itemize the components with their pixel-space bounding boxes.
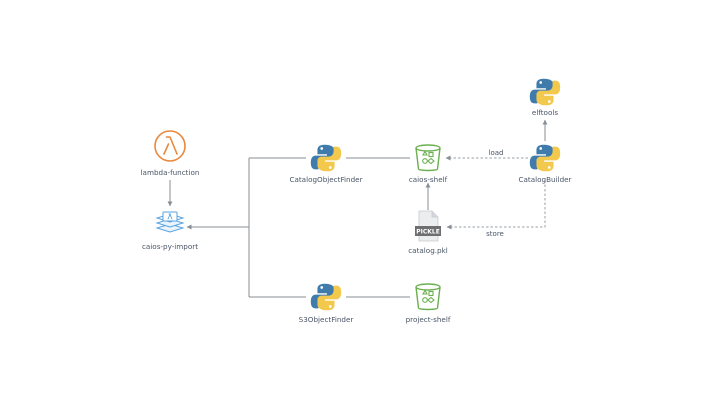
node-lambda-function[interactable]: lambda-function	[141, 130, 200, 177]
lambda-layer-icon	[155, 211, 185, 233]
edge-store	[446, 180, 546, 230]
node-catalog-object-finder[interactable]: CatalogObjectFinder	[289, 144, 363, 184]
python-logo-icon	[529, 144, 561, 172]
node-project-shelf[interactable]: project-shelf	[406, 283, 451, 324]
pickle-file-icon: PICKLE	[415, 210, 441, 242]
node-caios-shelf[interactable]: caios-shelf	[409, 144, 448, 184]
s3-bucket-icon	[415, 144, 441, 172]
node-label: CatalogObjectFinder	[289, 175, 362, 184]
file-badge: PICKLE	[416, 229, 440, 236]
edge-label-load: load	[489, 149, 504, 157]
node-label: elftools	[532, 108, 558, 117]
node-elftools[interactable]: elftools	[529, 78, 561, 117]
node-label: CatalogBuilder	[518, 175, 571, 184]
python-logo-icon	[310, 283, 342, 311]
edge-label-store: store	[486, 230, 504, 238]
node-catalog-pkl[interactable]: PICKLE catalog.pkl	[408, 210, 448, 255]
node-label: catalog.pkl	[408, 246, 448, 255]
node-s3-object-finder[interactable]: S3ObjectFinder	[299, 283, 354, 324]
python-logo-icon	[529, 78, 561, 106]
python-logo-icon	[310, 144, 342, 172]
connectors	[167, 119, 548, 298]
node-catalog-builder[interactable]: CatalogBuilder	[518, 144, 572, 184]
node-label: S3ObjectFinder	[299, 315, 354, 324]
node-caios-py-import[interactable]: caios-py-import	[142, 211, 198, 251]
node-label: lambda-function	[141, 168, 200, 177]
s3-bucket-icon	[415, 283, 441, 311]
node-label: caios-py-import	[142, 242, 198, 251]
aws-lambda-icon	[154, 130, 186, 162]
node-label: project-shelf	[406, 315, 451, 324]
node-label: caios-shelf	[409, 175, 448, 184]
